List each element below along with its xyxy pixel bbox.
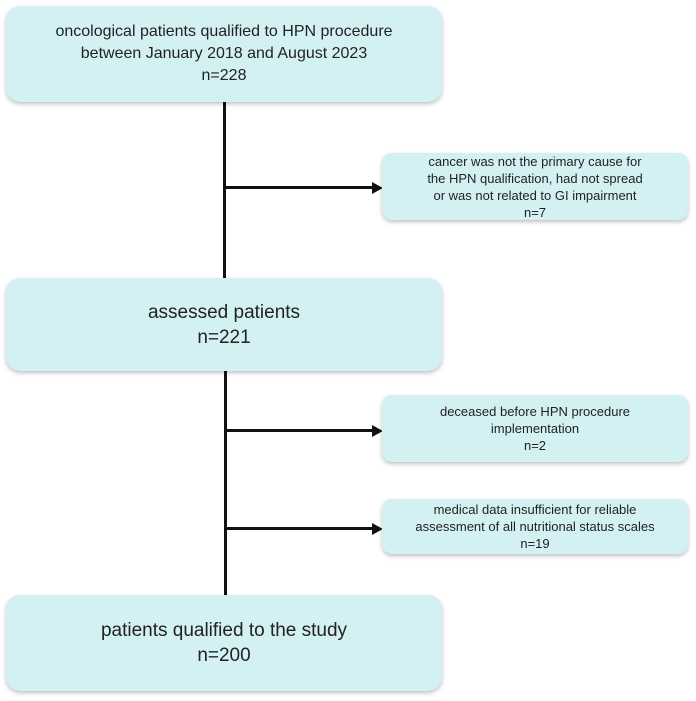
final-box: patients qualified to the study n=200 <box>6 595 442 691</box>
arrow-to-exclusion-1 <box>224 186 374 189</box>
exclusion-box-1: cancer was not the primary cause for the… <box>382 153 688 220</box>
connector-assessed-to-final <box>224 371 227 595</box>
final-box-count: n=200 <box>197 645 251 666</box>
exclusion-box-3: medical data insufficient for reliable a… <box>382 499 688 554</box>
arrowhead-exclusion-1 <box>372 181 383 194</box>
assessed-box-label: assessed patients <box>147 301 301 323</box>
exclusion-box-2: deceased before HPN procedure implementa… <box>382 395 688 462</box>
final-box-label: patients qualified to the study <box>100 620 348 641</box>
connector-start-to-assessed <box>223 102 226 278</box>
exclusion-1-line-1: cancer was not the primary cause for <box>428 153 642 169</box>
exclusion-1-line-3: or was not related to GI impairment <box>433 187 637 203</box>
start-box: oncological patients qualified to HPN pr… <box>6 6 442 102</box>
exclusion-3-line-1: medical data insufficient for reliable <box>433 502 637 517</box>
start-box-count: n=228 <box>201 67 247 84</box>
start-box-line-1: oncological patients qualified to HPN pr… <box>55 23 393 40</box>
exclusion-3-line-2: assessment of all nutritional status sca… <box>415 519 655 534</box>
exclusion-2-line-2: implementation <box>490 421 580 436</box>
exclusion-2-count: n=2 <box>523 438 547 453</box>
assessed-box-count: n=221 <box>197 326 251 348</box>
arrowhead-exclusion-3 <box>372 522 383 535</box>
start-box-line-2: between January 2018 and August 2023 <box>80 45 368 62</box>
arrowhead-exclusion-2 <box>372 424 383 437</box>
exclusion-1-count: n=7 <box>523 204 547 220</box>
assessed-box: assessed patients n=221 <box>6 278 442 371</box>
exclusion-2-line-1: deceased before HPN procedure <box>439 404 631 419</box>
exclusion-1-line-2: the HPN qualification, had not spread <box>427 170 643 186</box>
arrow-to-exclusion-2 <box>225 429 374 432</box>
arrow-to-exclusion-3 <box>225 527 374 530</box>
exclusion-3-count: n=19 <box>520 536 550 551</box>
